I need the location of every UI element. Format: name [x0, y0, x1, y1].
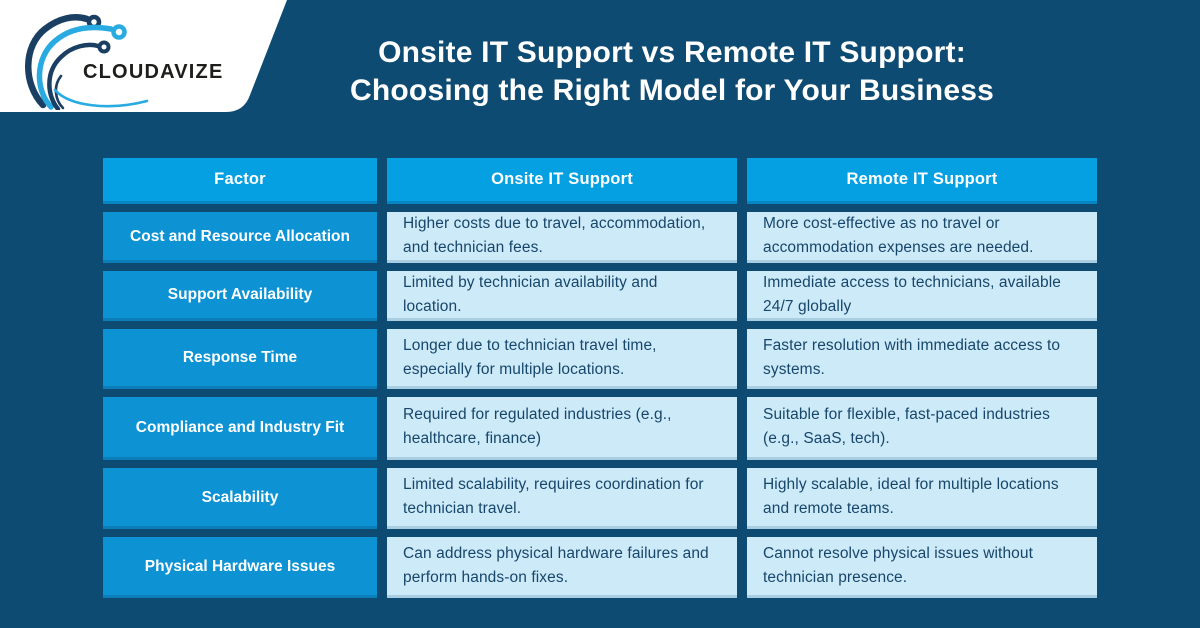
onsite-cell-scalability: Limited scalability, requires coordinati…: [387, 468, 737, 529]
remote-cell-scalability: Highly scalable, ideal for multiple loca…: [747, 468, 1097, 529]
remote-cell-compliance: Suitable for flexible, fast-paced indust…: [747, 397, 1097, 460]
factor-cell-response-time: Response Time: [103, 329, 377, 389]
remote-cell-hardware: Cannot resolve physical issues without t…: [747, 537, 1097, 598]
page-title-line1: Onsite IT Support vs Remote IT Support:: [378, 36, 966, 69]
remote-cell-availability: Immediate access to technicians, availab…: [747, 271, 1097, 321]
factor-cell-cost: Cost and Resource Allocation: [103, 212, 377, 263]
onsite-cell-hardware: Can address physical hardware failures a…: [387, 537, 737, 598]
cloudavize-circuit-swoosh-icon: [25, 14, 149, 110]
remote-cell-response-time: Faster resolution with immediate access …: [747, 329, 1097, 389]
factor-cell-availability: Support Availability: [103, 271, 377, 321]
factor-cell-scalability: Scalability: [103, 468, 377, 529]
factor-cell-compliance: Compliance and Industry Fit: [103, 397, 377, 460]
comparison-table: Factor Onsite IT Support Remote IT Suppo…: [103, 158, 1097, 598]
onsite-cell-response-time: Longer due to technician travel time, es…: [387, 329, 737, 389]
column-header-remote: Remote IT Support: [747, 158, 1097, 204]
column-header-factor: Factor: [103, 158, 377, 204]
factor-cell-hardware: Physical Hardware Issues: [103, 537, 377, 598]
corner-banner-shape: [0, 0, 287, 112]
onsite-cell-cost: Higher costs due to travel, accommodatio…: [387, 212, 737, 263]
remote-cell-cost: More cost-effective as no travel or acco…: [747, 212, 1097, 263]
brand-name: CLOUDAVIZE: [83, 61, 224, 83]
page-title-line2: Choosing the Right Model for Your Busine…: [350, 74, 994, 107]
onsite-cell-availability: Limited by technician availability and l…: [387, 271, 737, 321]
column-header-onsite: Onsite IT Support: [387, 158, 737, 204]
onsite-cell-compliance: Required for regulated industries (e.g.,…: [387, 397, 737, 460]
page-title: Onsite IT Support vs Remote IT Support: …: [144, 34, 1200, 110]
